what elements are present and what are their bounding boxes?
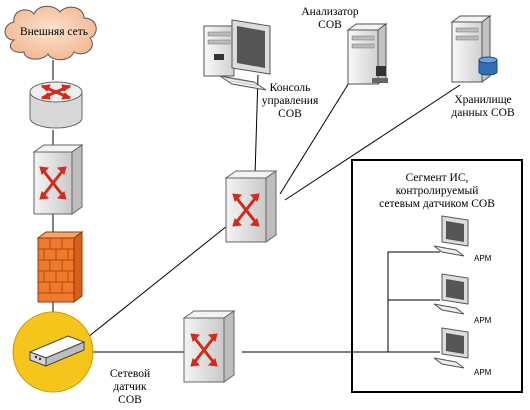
analyzer-server-icon xyxy=(346,23,388,85)
arm-label-2: АРМ xyxy=(474,316,492,325)
storage-icon xyxy=(450,15,498,83)
storage-label: Хранилище данных СОВ xyxy=(451,94,515,119)
firewall-icon xyxy=(36,231,84,303)
computer-icon-3 xyxy=(433,327,469,369)
segment-box xyxy=(351,159,523,393)
arm-label-1: АРМ xyxy=(474,254,492,263)
console-server-icon xyxy=(203,25,235,77)
external-network-label: Внешняя сеть xyxy=(19,26,88,38)
sensor-label: Сетевой датчик СОВ xyxy=(109,368,151,406)
link-core-console xyxy=(254,74,259,177)
switch-icon-core xyxy=(224,170,278,243)
link-core-analyzer xyxy=(279,77,353,195)
analyzer-label: Анализатор СОВ xyxy=(301,6,359,31)
console-label: Консоль управления СОВ xyxy=(261,82,319,120)
computer-icon-1 xyxy=(433,215,469,257)
computer-icon-2 xyxy=(433,273,469,315)
switch-icon-edge xyxy=(32,144,84,215)
link-core-storage xyxy=(284,84,461,201)
console-monitor-icon xyxy=(219,19,271,91)
connections xyxy=(52,60,461,353)
switch-icon-segment xyxy=(182,310,236,383)
arm-label-3: АРМ xyxy=(474,368,492,377)
segment-label: Сегмент ИС, контролируемый сетевым датчи… xyxy=(379,172,495,210)
segment-bus xyxy=(360,251,440,353)
router-icon xyxy=(29,81,83,129)
sensor-icon xyxy=(12,311,94,393)
link-sensor-core xyxy=(77,221,233,346)
cloud-icon xyxy=(4,5,97,61)
